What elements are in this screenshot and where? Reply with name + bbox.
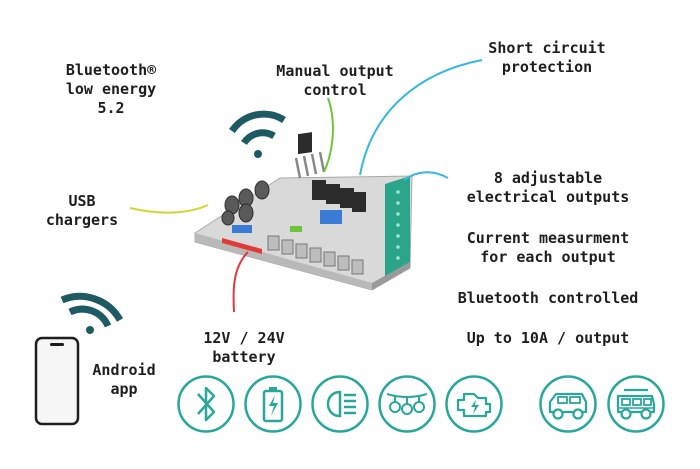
output-wire (403, 171, 449, 181)
wifi-signal-phone-icon (60, 292, 124, 334)
phone (34, 336, 80, 426)
camper-van-icon (607, 375, 665, 433)
headlight-icon (311, 375, 369, 433)
usb-chargers-line-1: USB (68, 192, 96, 210)
battery-line-2: battery (212, 348, 276, 366)
short-circuit-wire (359, 59, 483, 176)
bluetooth-controlled-label: Bluetooth controlled (457, 289, 639, 307)
bluetooth-le-label: Bluetooth® low energy 5.2 (56, 61, 166, 118)
pcb-board (194, 132, 413, 291)
usb-chargers-line-2: chargers (45, 211, 119, 229)
bluetooth-le-line-3: 5.2 (97, 99, 125, 117)
manual-output-wire (323, 97, 334, 173)
battery-charging-icon (244, 375, 302, 433)
manual-output-line-1: Manual output (276, 62, 394, 80)
usb-chargers-label: USB chargers (34, 192, 130, 230)
manual-output-label: Manual output control (258, 62, 412, 100)
offroad-vehicle-icon (539, 375, 597, 433)
short-circuit-line-1: Short circuit (488, 39, 606, 57)
adjustable-outputs-label: 8 adjustable electrical outputs (448, 169, 648, 207)
battery-line-1: 12V / 24V (203, 329, 285, 347)
battery-wire (232, 251, 249, 313)
adjustable-outputs-line-1: 8 adjustable (493, 169, 603, 187)
android-app-line-2: app (110, 380, 138, 398)
bluetooth-le-line-1: Bluetooth® (65, 61, 157, 79)
short-circuit-label: Short circuit protection (478, 39, 616, 77)
current-measurement-line-1: Current measurment (466, 229, 630, 247)
manual-output-line-2: control (303, 81, 367, 99)
android-app-line-1: Android (92, 361, 156, 379)
current-measurement-label: Current measurment for each output (448, 229, 648, 267)
wifi-signal-board-icon (229, 110, 286, 158)
short-circuit-line-2: protection (501, 58, 593, 76)
bluetooth-icon (177, 375, 235, 433)
bluetooth-le-line-2: low energy (65, 80, 157, 98)
usb-wire (129, 204, 209, 214)
battery-label: 12V / 24V battery (196, 329, 292, 367)
android-app-label: Android app (82, 361, 166, 399)
up-to-10a-label: Up to 10A / output (466, 329, 630, 347)
engine-icon (445, 375, 503, 433)
string-lights-icon (378, 375, 436, 433)
current-measurement-line-2: for each output (480, 248, 616, 266)
adjustable-outputs-line-2: electrical outputs (466, 188, 630, 206)
